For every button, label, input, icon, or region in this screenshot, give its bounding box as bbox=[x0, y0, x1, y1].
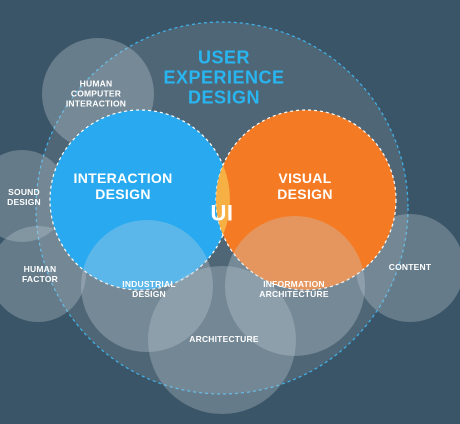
sound-design-circle bbox=[0, 150, 68, 242]
architecture-label: ARCHITECTURE bbox=[189, 334, 259, 345]
interaction-design-label: INTERACTION DESIGN bbox=[73, 169, 173, 202]
visual-design-label: VISUAL DESIGN bbox=[277, 169, 333, 202]
industrial-design-circle bbox=[81, 220, 213, 352]
information-architecture-circle bbox=[225, 216, 365, 356]
sound-design-label: SOUND DESIGN bbox=[7, 187, 41, 207]
ux-title: USER EXPERIENCE DESIGN bbox=[163, 47, 285, 107]
architecture-circle bbox=[148, 266, 296, 414]
hci-label: HUMAN COMPUTER INTERACTION bbox=[65, 78, 127, 108]
information-architecture-label: INFORMATION ARCHITECTURE bbox=[259, 279, 329, 299]
ui-label: UI bbox=[210, 200, 234, 226]
industrial-design-label: INDUSTRIAL DESIGN bbox=[122, 279, 176, 299]
human-factor-label: HUMAN FACTOR bbox=[22, 264, 58, 284]
content-label: CONTENT bbox=[388, 262, 432, 273]
